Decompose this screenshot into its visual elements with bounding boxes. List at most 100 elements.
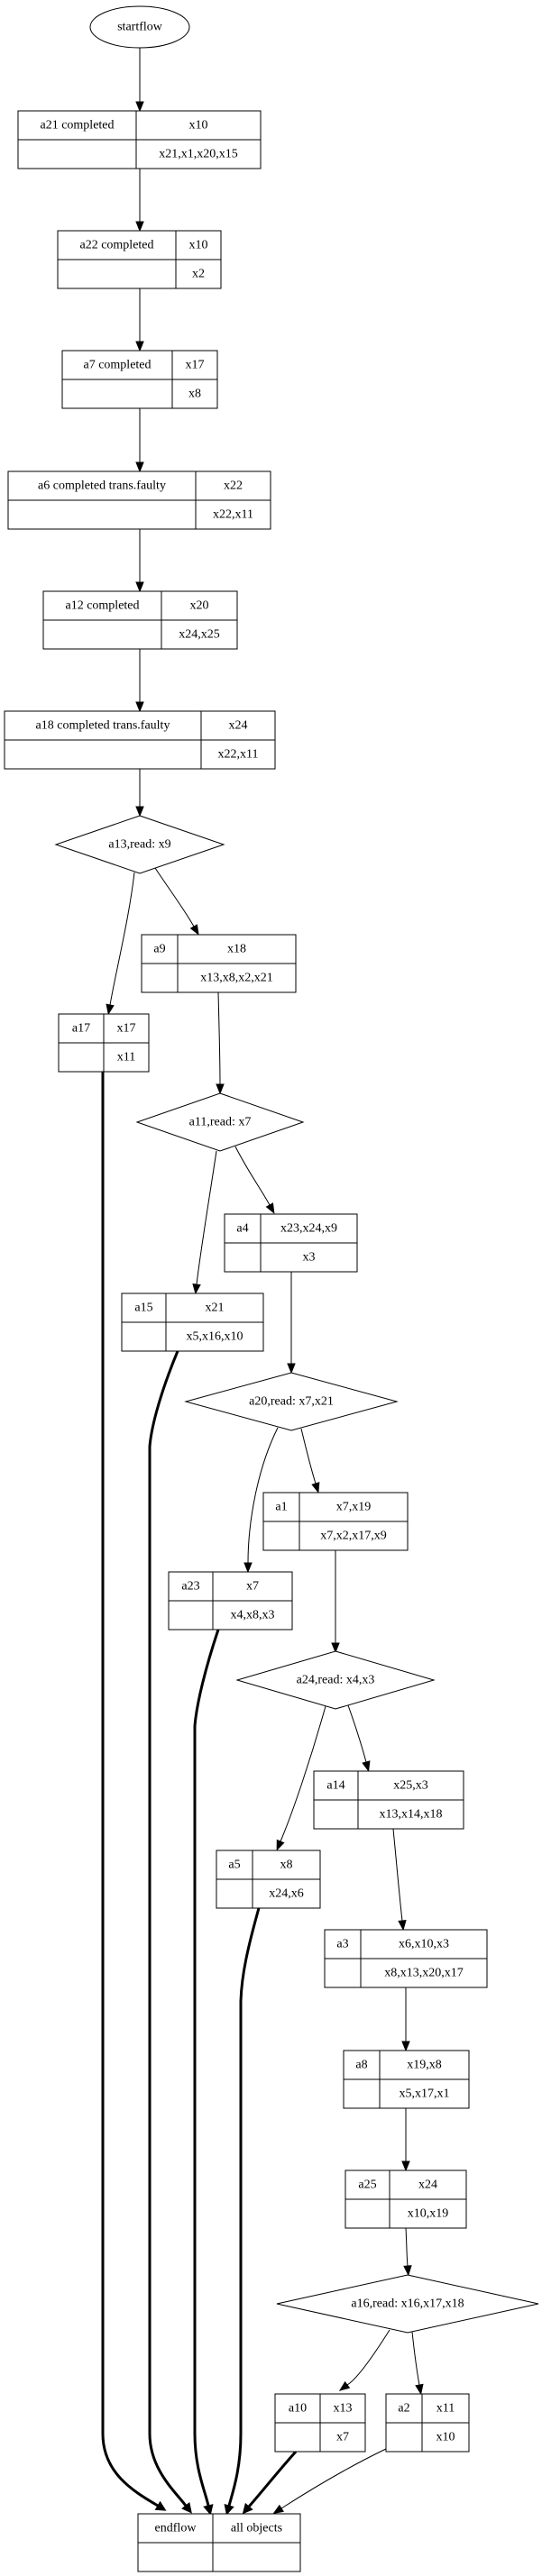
- record-reads: x2: [192, 268, 205, 281]
- edge-a13-to-a9: [154, 867, 199, 936]
- node-a20[interactable]: a20,read: x7,x21: [184, 1372, 399, 1431]
- arrowhead-icon: [135, 461, 144, 473]
- edge-a7-to-a6: [135, 408, 144, 473]
- edge-a1-to-a24: [331, 1550, 340, 1654]
- decision-label: a16,read: x16,x17,x18: [351, 2297, 464, 2311]
- record-label: a25: [358, 2179, 376, 2192]
- record-reads: x8: [188, 388, 201, 401]
- arrowhead-icon: [403, 2265, 412, 2277]
- arrowhead-icon: [189, 924, 199, 936]
- node-startflow[interactable]: startflow: [89, 5, 190, 49]
- decision-label: a13,read: x9: [108, 838, 170, 852]
- record-reads: x22,x11: [213, 508, 253, 522]
- record-writes: x24: [229, 719, 248, 733]
- node-a16[interactable]: a16,read: x16,x17,x18: [276, 2274, 539, 2334]
- record-reads: x24,x25: [179, 628, 220, 642]
- record-writes: x20: [190, 599, 209, 613]
- node-a6[interactable]: a6 completed trans.faulty x22 x22,x11: [7, 470, 271, 530]
- record-reads: x8,x13,x20,x17: [384, 1967, 464, 1980]
- record-label: a23: [181, 1580, 199, 1594]
- edge-a24-to-a5: [276, 1705, 326, 1851]
- decision-label: a20,read: x7,x21: [249, 1395, 334, 1409]
- edge-line: [405, 2227, 409, 2267]
- edge-a8-to-a25: [401, 2108, 410, 2172]
- node-a24[interactable]: a24,read: x4,x3: [235, 1650, 436, 1710]
- edge-a5-to-endflow: [224, 1907, 261, 2516]
- record-label: a4: [236, 1222, 248, 1236]
- edge-line: [411, 2331, 420, 2386]
- node-a13[interactable]: a13,read: x9: [54, 815, 225, 874]
- arrowhead-icon: [338, 2380, 351, 2391]
- record-label: a12 completed: [65, 599, 139, 613]
- record-reads: x13,x8,x2,x21: [200, 972, 273, 985]
- arrowhead-icon: [331, 1642, 340, 1654]
- arrowhead-icon: [243, 1562, 253, 1574]
- edge-a10-to-endflow: [242, 2450, 298, 2515]
- edge-a16-to-a10: [338, 2329, 390, 2391]
- decision-diamond: [235, 1650, 436, 1710]
- record-label: a3: [336, 1938, 348, 1951]
- arrowhead-icon: [135, 341, 144, 352]
- edge-a16-to-a2: [411, 2331, 424, 2396]
- edge-line: [247, 1427, 279, 1564]
- arrowhead-icon: [135, 701, 144, 713]
- record-reads: x4,x8,x3: [231, 1609, 275, 1622]
- arrowhead-icon: [311, 1482, 320, 1494]
- record-writes: x17: [117, 1022, 136, 1036]
- record-writes: x22: [224, 480, 243, 493]
- record-reads: x13,x14,x18: [380, 1808, 443, 1822]
- node-a11[interactable]: a11,read: x7: [135, 1092, 305, 1152]
- arrowhead-icon: [276, 1839, 285, 1851]
- arrowhead-icon: [154, 2500, 167, 2511]
- arrowhead-icon: [135, 221, 144, 233]
- edges-layer: [101, 48, 424, 2516]
- arrowhead-icon: [203, 2504, 214, 2516]
- decision-label: a24,read: x4,x3: [297, 1674, 375, 1687]
- edge-a12-to-a18: [135, 649, 144, 713]
- edge-a20-to-a1: [300, 1428, 320, 1494]
- arrowhead-icon: [415, 2383, 424, 2396]
- record-writes: x10: [189, 239, 208, 252]
- arrowhead-icon: [242, 2502, 253, 2515]
- edge-startflow-to-a21: [135, 48, 144, 113]
- edge-line: [280, 2448, 387, 2509]
- edge-line: [109, 872, 135, 1006]
- record-label: a18 completed trans.faulty: [36, 719, 170, 733]
- start-label: startflow: [117, 21, 163, 34]
- decision-diamond: [276, 2274, 539, 2334]
- record-label: a6 completed trans.faulty: [38, 480, 166, 493]
- record-label: a15: [134, 1302, 152, 1315]
- record-writes: x23,x24,x9: [280, 1222, 337, 1236]
- record-reads: x5,x17,x1: [400, 2087, 450, 2101]
- arrowhead-icon: [362, 1760, 371, 1772]
- record-writes: x21: [206, 1302, 225, 1315]
- edge-line: [193, 1629, 220, 2507]
- record-label: a14: [326, 1779, 344, 1793]
- arrowhead-icon: [224, 2503, 234, 2516]
- record-label: a9: [153, 943, 165, 956]
- edge-line: [227, 1907, 261, 2507]
- record-label: a10: [289, 2402, 307, 2416]
- edge-a6-to-a12: [135, 529, 144, 593]
- node-a12[interactable]: a12 completed x20 x24,x25: [42, 590, 238, 650]
- decision-diamond: [135, 1092, 305, 1152]
